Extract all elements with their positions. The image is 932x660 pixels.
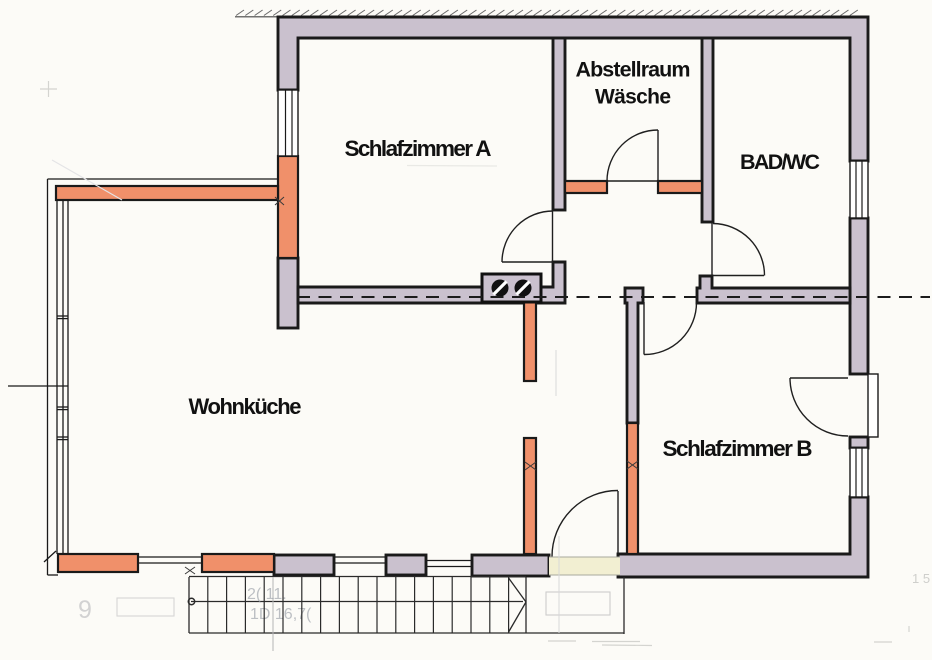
svg-text:1 5: 1 5 xyxy=(912,571,930,586)
svg-text:9: 9 xyxy=(78,596,92,624)
svg-text:1D 16,7(: 1D 16,7( xyxy=(250,606,312,623)
svg-text:Wohnküche: Wohnküche xyxy=(189,394,302,419)
svg-text:Schlafzimmer A: Schlafzimmer A xyxy=(345,136,492,161)
svg-text:Schlafzimmer B: Schlafzimmer B xyxy=(663,436,813,461)
svg-text:2( 11.: 2( 11. xyxy=(247,586,287,603)
svg-text:Wäsche: Wäsche xyxy=(595,86,671,109)
svg-text:Abstellraum: Abstellraum xyxy=(576,58,691,82)
svg-text:BAD/WC: BAD/WC xyxy=(740,150,820,174)
